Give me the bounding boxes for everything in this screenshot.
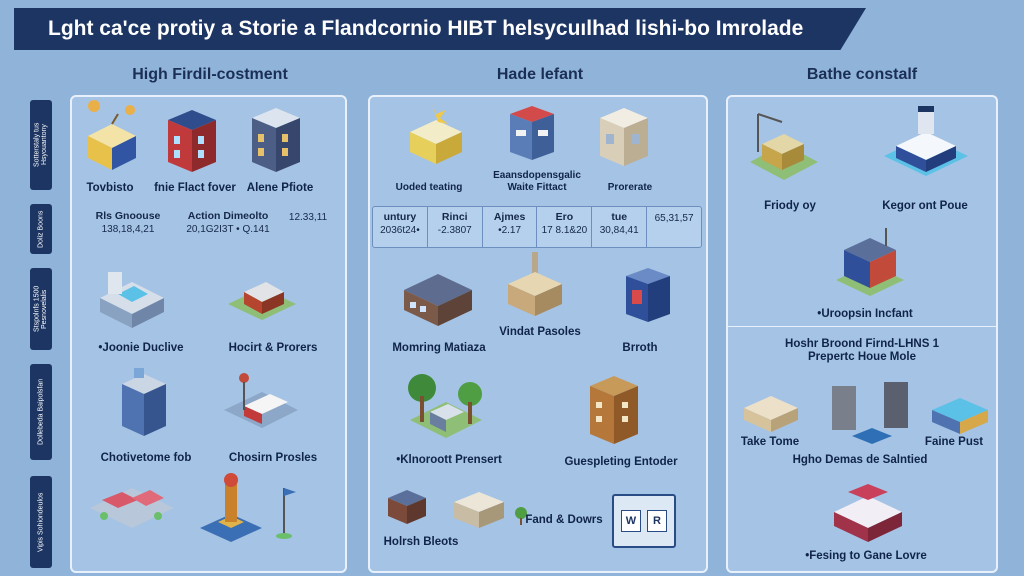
building-icon[interactable] — [594, 102, 654, 174]
house-icon[interactable] — [928, 388, 992, 438]
building-label: Friody oy — [764, 200, 816, 212]
side-tab-1[interactable]: Sotterstaly tus Hsyouantony — [30, 100, 52, 190]
side-tab-4[interactable]: Dollebeda Baipolsfan — [30, 364, 52, 460]
building-label: Momring Matiaza — [392, 342, 486, 354]
building-label: Holrsh Bleots — [383, 536, 459, 548]
office-tower-icon[interactable] — [112, 364, 176, 444]
house-icon[interactable] — [830, 224, 910, 308]
building-label: •Uroopsin Incfant — [817, 308, 913, 320]
building-label: Hgho Demas de Salntied — [792, 454, 928, 466]
w-button[interactable]: W — [621, 510, 641, 532]
column-heading-right: Bathe constalf — [806, 66, 918, 83]
building-label: Kegor ont Poue — [882, 200, 968, 212]
right-panel — [726, 95, 998, 573]
campus-icon[interactable] — [84, 470, 180, 536]
building-label: Chosirn Prosles — [228, 452, 318, 464]
building-icon[interactable] — [244, 100, 308, 178]
middle-panel — [368, 95, 708, 573]
apartment-icon[interactable] — [584, 372, 644, 452]
towers-icon[interactable] — [826, 376, 916, 452]
building-label: Guespleting Entoder — [564, 456, 678, 468]
page-title: Lɡht ca'ce protiy a Storie a Flandcornio… — [48, 17, 804, 40]
side-tab-3[interactable]: Stspolnfs 1500 Pesnovelalis — [30, 268, 52, 350]
building-label: Prorerate — [607, 182, 653, 193]
building-label: Eaansdopensgalic Waite Fittact — [493, 170, 581, 193]
table-cell: 12.33,11 — [288, 212, 328, 223]
depot-icon[interactable] — [218, 370, 304, 440]
building-label: •Klnoroott Prensert — [396, 454, 502, 466]
building-icon[interactable] — [160, 100, 224, 178]
pool-building-icon[interactable] — [94, 262, 170, 332]
station-icon[interactable] — [878, 100, 974, 192]
shop-icon[interactable] — [384, 484, 430, 530]
section-divider — [728, 326, 996, 327]
building-label: Tovbisto — [86, 182, 134, 194]
section-title: Hoshr Broond Firnd-LHNS 1 Prepertc Houe … — [785, 338, 939, 364]
building-label: Uoded teating — [395, 182, 463, 193]
warehouse-icon[interactable] — [398, 262, 478, 332]
side-tab-5[interactable]: Vipis Sohiondeulos — [30, 476, 52, 568]
tree-house-icon[interactable] — [404, 366, 488, 450]
building-icon[interactable] — [78, 96, 146, 176]
toggle-group: W R — [612, 494, 676, 548]
building-label: Alene Pfiote — [246, 182, 314, 194]
table-cell: Ajmes•2.17 — [483, 207, 538, 247]
building-label: Hocirt & Prorers — [228, 342, 318, 354]
building-label: Fand & Dowrs — [525, 514, 603, 526]
column-heading-left: High Firdil-costment — [132, 66, 288, 83]
tower-icon[interactable] — [196, 466, 266, 552]
house-icon[interactable] — [740, 386, 802, 436]
table-cell: Rinci-2.3807 — [428, 207, 483, 247]
title-banner: Lɡht ca'ce protiy a Storie a Flandcornio… — [14, 8, 866, 50]
stadium-icon[interactable] — [826, 472, 910, 548]
building-icon[interactable] — [620, 262, 676, 328]
building-label: •Joonie Duclive — [98, 342, 184, 354]
building-label: Take Tome — [740, 436, 800, 448]
factory-icon[interactable] — [500, 248, 570, 322]
building-icon[interactable] — [402, 98, 468, 170]
column-heading-middle: Hade lefant — [496, 66, 584, 83]
left-panel — [70, 95, 347, 573]
building-label: Brroth — [622, 342, 658, 354]
building-icon[interactable] — [504, 100, 560, 170]
r-button[interactable]: R — [647, 510, 667, 532]
table-cell: 65,31,57 — [654, 213, 694, 224]
building-label: Faine Pust — [924, 436, 984, 448]
building-label: Chotivetome fob — [100, 452, 192, 464]
building-label: fnie Flact fover — [154, 182, 236, 194]
building-label: •Fesing to Gane Lovre — [805, 550, 927, 562]
building-icon[interactable] — [222, 266, 302, 334]
side-tab-2[interactable]: Doliz Boons — [30, 204, 52, 254]
building-label: Vindat Pasoles — [499, 326, 581, 338]
flag-icon — [276, 488, 296, 539]
tree-icon — [515, 507, 527, 525]
construction-icon[interactable] — [744, 104, 822, 196]
shop-icon[interactable] — [450, 484, 508, 534]
